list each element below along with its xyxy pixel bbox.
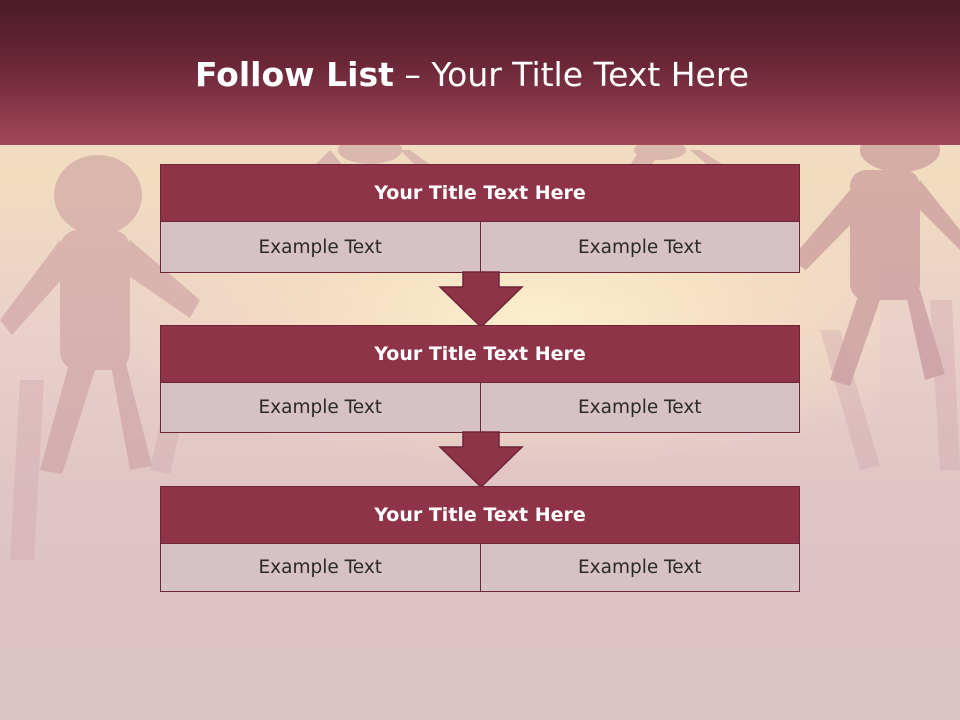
block-cell-right: Example Text [479,383,799,432]
list-block-2: Your Title Text Here Example Text Exampl… [160,325,800,433]
slide-title: Follow List – Your Title Text Here [0,52,944,98]
block-cell-left: Example Text [161,544,480,591]
block-row: Example Text Example Text [161,222,799,272]
slide-title-rest: – Your Title Text Here [404,55,750,94]
slide-title-bold: Follow List [194,55,394,94]
block-title: Your Title Text Here [161,326,799,383]
block-title: Your Title Text Here [161,487,799,544]
block-row: Example Text Example Text [161,544,799,591]
down-arrow-icon [438,431,524,489]
slide-header: Follow List – Your Title Text Here [0,0,960,145]
block-title: Your Title Text Here [161,165,799,222]
list-block-1: Your Title Text Here Example Text Exampl… [160,164,800,273]
block-cell-right: Example Text [479,544,799,591]
block-cell-right: Example Text [479,222,799,272]
down-arrow-icon [438,271,524,329]
block-row: Example Text Example Text [161,383,799,432]
block-cell-left: Example Text [161,383,480,432]
block-cell-left: Example Text [161,222,480,272]
list-block-3: Your Title Text Here Example Text Exampl… [160,486,800,592]
